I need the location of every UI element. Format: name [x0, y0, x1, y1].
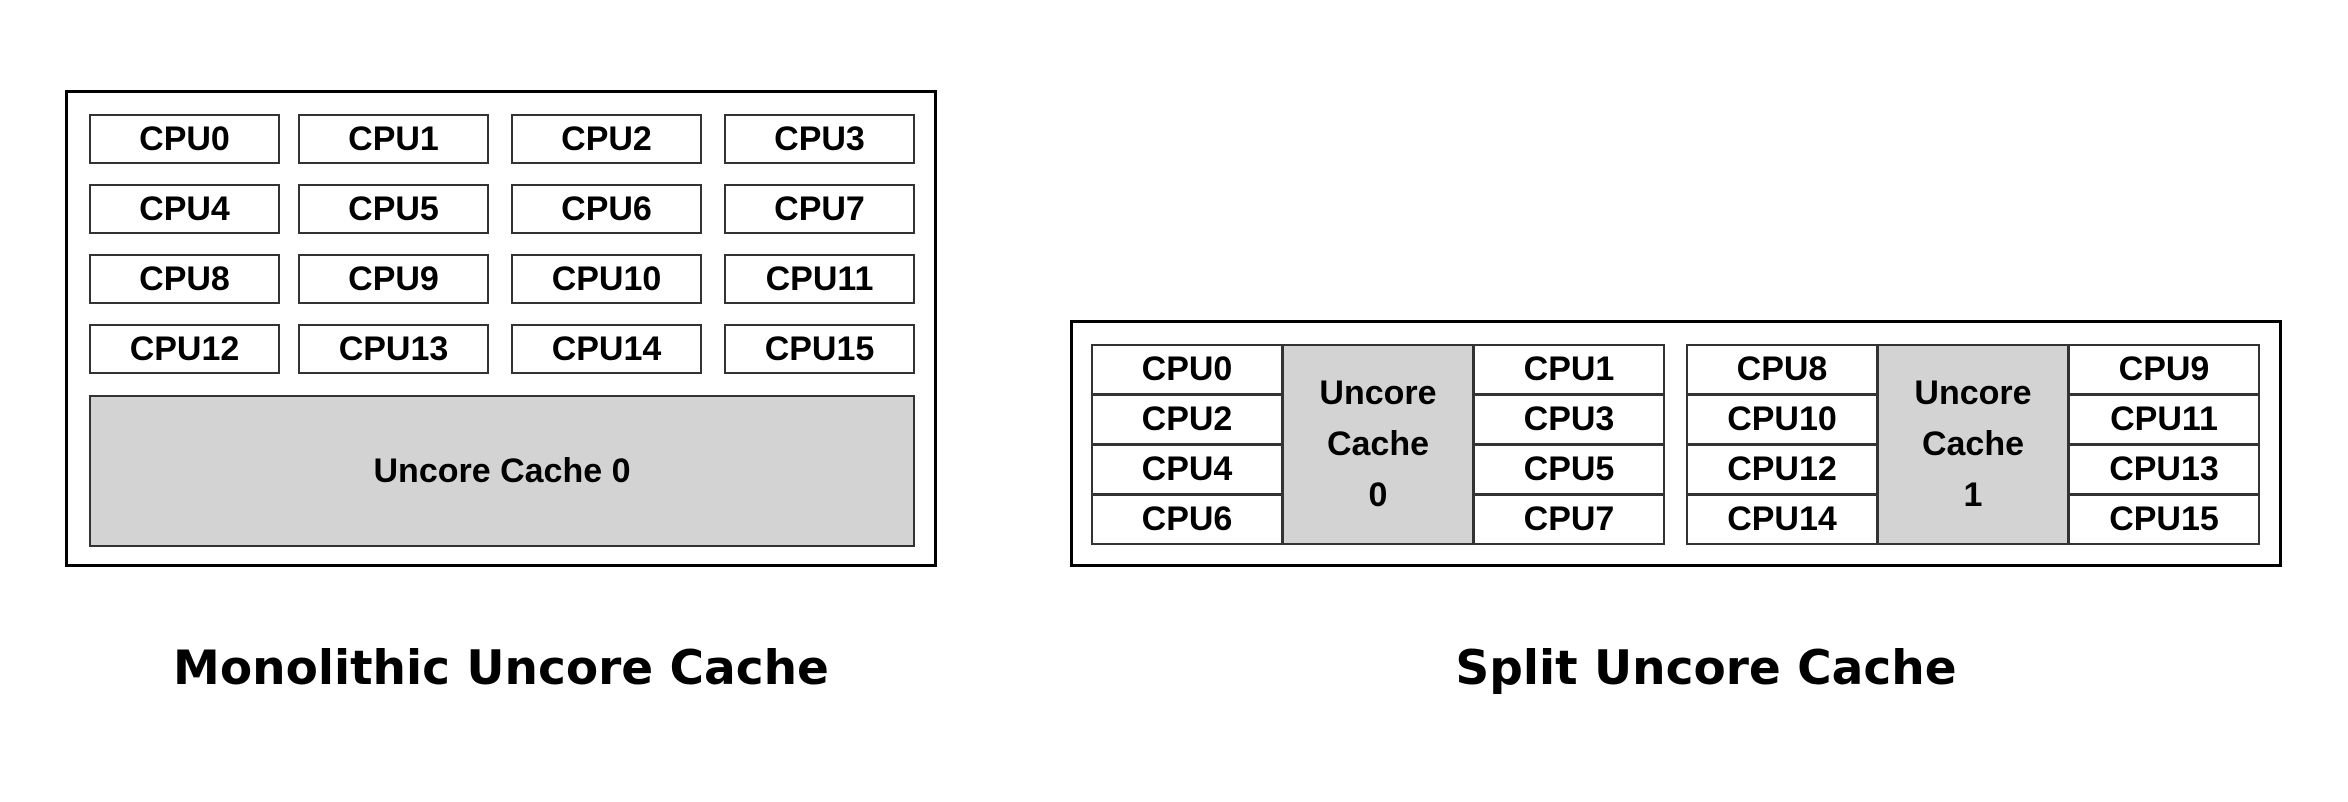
cpu-box-cpu10: CPU10: [511, 254, 702, 304]
monolithic-uncore-cache: Uncore Cache 0: [89, 395, 915, 547]
cpu-box-cpu3: CPU3: [724, 114, 915, 164]
cpu-box-cpu3: CPU3: [1473, 394, 1665, 445]
cpu-box-cpu13: CPU13: [298, 324, 489, 374]
cpu-box-cpu1: CPU1: [1473, 344, 1665, 395]
split-caption: Split Uncore Cache: [1455, 641, 1957, 696]
monolithic-caption: Monolithic Uncore Cache: [173, 641, 829, 696]
cpu-box-cpu11: CPU11: [2068, 394, 2260, 445]
cpu-box-cpu4: CPU4: [1091, 444, 1283, 495]
cpu-box-cpu9: CPU9: [298, 254, 489, 304]
cpu-box-cpu11: CPU11: [724, 254, 915, 304]
cpu-box-cpu10: CPU10: [1686, 394, 1878, 445]
cache-label-line: 0: [1368, 476, 1388, 514]
cpu-box-cpu0: CPU0: [89, 114, 280, 164]
cpu-box-cpu13: CPU13: [2068, 444, 2260, 495]
cpu-box-cpu2: CPU2: [1091, 394, 1283, 445]
cpu-box-cpu7: CPU7: [1473, 494, 1665, 545]
cpu-box-cpu0: CPU0: [1091, 344, 1283, 395]
cpu-box-cpu8: CPU8: [1686, 344, 1878, 395]
cpu-box-cpu8: CPU8: [89, 254, 280, 304]
cpu-box-cpu1: CPU1: [298, 114, 489, 164]
cpu-box-cpu15: CPU15: [724, 324, 915, 374]
cpu-box-cpu15: CPU15: [2068, 494, 2260, 545]
cpu-box-cpu14: CPU14: [511, 324, 702, 374]
split-diagram-frame: [1070, 320, 2282, 567]
cache-label-line: Cache: [1326, 425, 1430, 463]
cpu-box-cpu2: CPU2: [511, 114, 702, 164]
cpu-box-cpu5: CPU5: [298, 184, 489, 234]
cache-label-line: Cache: [1921, 425, 2025, 463]
cpu-box-cpu6: CPU6: [511, 184, 702, 234]
cache-label-line: 1: [1963, 476, 1983, 514]
cpu-box-cpu7: CPU7: [724, 184, 915, 234]
cpu-box-cpu14: CPU14: [1686, 494, 1878, 545]
cpu-box-cpu5: CPU5: [1473, 444, 1665, 495]
monolithic-diagram-frame: [65, 90, 937, 567]
cache-label-line: Uncore: [1319, 374, 1437, 412]
cpu-box-cpu12: CPU12: [89, 324, 280, 374]
cpu-box-cpu9: CPU9: [2068, 344, 2260, 395]
cache-label-line: Uncore: [1914, 374, 2032, 412]
cpu-box-cpu6: CPU6: [1091, 494, 1283, 545]
cpu-box-cpu12: CPU12: [1686, 444, 1878, 495]
cpu-box-cpu4: CPU4: [89, 184, 280, 234]
